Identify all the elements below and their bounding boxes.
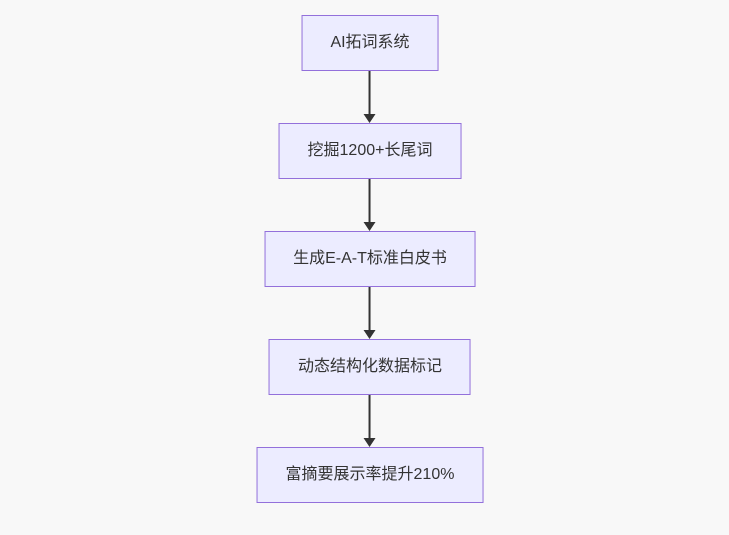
arrow-line bbox=[369, 179, 371, 222]
arrowhead-down-icon bbox=[364, 222, 376, 231]
flow-node-generate-eat-whitepaper: 生成E-A-T标准白皮书 bbox=[264, 231, 476, 287]
flow-node-ai-word-expansion-system: AI拓词系统 bbox=[301, 15, 439, 71]
flow-node-rich-snippet-rate-increase: 富摘要展示率提升210% bbox=[256, 447, 484, 503]
flowchart: AI拓词系统 挖掘1200+长尾词 生成E-A-T标准白皮书 动态结构化数据标记… bbox=[256, 15, 484, 503]
arrow-line bbox=[369, 395, 371, 438]
flow-node-mine-longtail-keywords: 挖掘1200+长尾词 bbox=[278, 123, 462, 179]
flow-node-label: AI拓词系统 bbox=[330, 34, 410, 51]
flow-node-label: 挖掘1200+长尾词 bbox=[307, 142, 433, 159]
arrow-line bbox=[369, 287, 371, 330]
flow-arrow-4 bbox=[364, 395, 376, 447]
flow-node-label: 生成E-A-T标准白皮书 bbox=[293, 250, 447, 267]
flow-node-label: 动态结构化数据标记 bbox=[297, 358, 442, 375]
arrow-line bbox=[369, 71, 371, 114]
arrowhead-down-icon bbox=[364, 438, 376, 447]
arrowhead-down-icon bbox=[364, 114, 376, 123]
flow-node-dynamic-structured-data-markup: 动态结构化数据标记 bbox=[268, 339, 471, 395]
flow-arrow-2 bbox=[364, 179, 376, 231]
flow-arrow-1 bbox=[364, 71, 376, 123]
flow-node-label: 富摘要展示率提升210% bbox=[285, 466, 455, 483]
flow-arrow-3 bbox=[364, 287, 376, 339]
arrowhead-down-icon bbox=[364, 330, 376, 339]
